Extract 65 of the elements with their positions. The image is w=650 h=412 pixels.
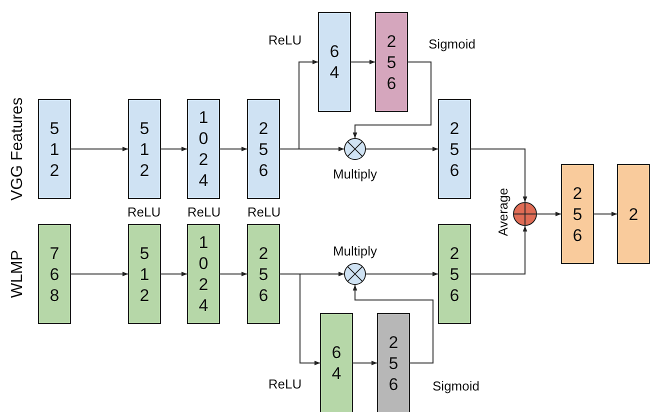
layer-box <box>128 99 161 199</box>
layer-size: 512 <box>140 242 150 306</box>
layer-box <box>377 313 410 412</box>
activation-label: Sigmoid <box>432 378 480 394</box>
arrow <box>470 148 528 202</box>
layer-box <box>617 164 650 264</box>
layer-box <box>561 164 594 264</box>
multiply-symbol <box>344 138 366 160</box>
activation-label: Sigmoid <box>428 36 476 52</box>
operation-label: Multiply <box>332 166 378 182</box>
arrow <box>160 146 188 152</box>
arrow <box>160 272 188 276</box>
layer-box <box>128 224 161 324</box>
arrow <box>280 146 344 152</box>
arrow <box>352 360 378 366</box>
activation-label: ReLU <box>268 376 302 392</box>
operation-label: Multiply <box>332 244 378 258</box>
layer-box <box>438 224 471 324</box>
layer-box <box>187 99 220 199</box>
arrow <box>70 146 128 152</box>
layer-size: 256 <box>258 242 268 306</box>
arrow <box>470 226 528 274</box>
layer-box <box>187 224 220 324</box>
multiply-symbol <box>344 263 366 285</box>
arrow <box>366 146 438 152</box>
layer-box <box>438 99 471 199</box>
arrow <box>280 274 320 366</box>
layer-size: 64 <box>332 342 342 384</box>
input-label: WLMP <box>9 250 27 298</box>
activation-label: ReLU <box>247 204 281 220</box>
operation-label: Average <box>496 188 510 236</box>
arrow <box>220 146 248 152</box>
layer-size: 256 <box>386 30 396 94</box>
input-label: VGG Features <box>9 97 27 201</box>
layer-size: 256 <box>450 242 460 306</box>
layer-size: 256 <box>572 182 582 246</box>
layer-size: 256 <box>258 118 268 180</box>
layer-size: 512 <box>140 118 150 180</box>
layer-box <box>320 313 353 412</box>
layer-size: 2 <box>628 204 638 224</box>
arrow <box>352 62 432 138</box>
arrow <box>536 212 562 216</box>
layer-box <box>375 12 408 112</box>
activation-label: ReLU <box>127 204 161 220</box>
layer-size: 1024 <box>198 232 208 316</box>
layer-box <box>318 12 351 112</box>
layer-size: 1024 <box>198 107 208 191</box>
layer-size: 256 <box>450 118 460 180</box>
layer-size: 256 <box>388 332 398 394</box>
arrow <box>594 212 618 216</box>
layer-box <box>38 224 71 324</box>
layer-box <box>247 99 280 199</box>
arrow <box>366 272 438 276</box>
arrow <box>350 60 376 64</box>
layer-size: 64 <box>330 41 340 83</box>
sum-symbol <box>513 202 537 226</box>
arrow <box>70 272 128 276</box>
layer-size: 512 <box>50 118 60 180</box>
activation-label: ReLU <box>268 32 302 48</box>
activation-label: ReLU <box>187 204 221 220</box>
layer-box <box>38 99 71 199</box>
layer-box <box>247 224 280 324</box>
layer-size: 768 <box>50 242 60 306</box>
arrow <box>352 284 434 364</box>
arrow <box>220 272 248 276</box>
